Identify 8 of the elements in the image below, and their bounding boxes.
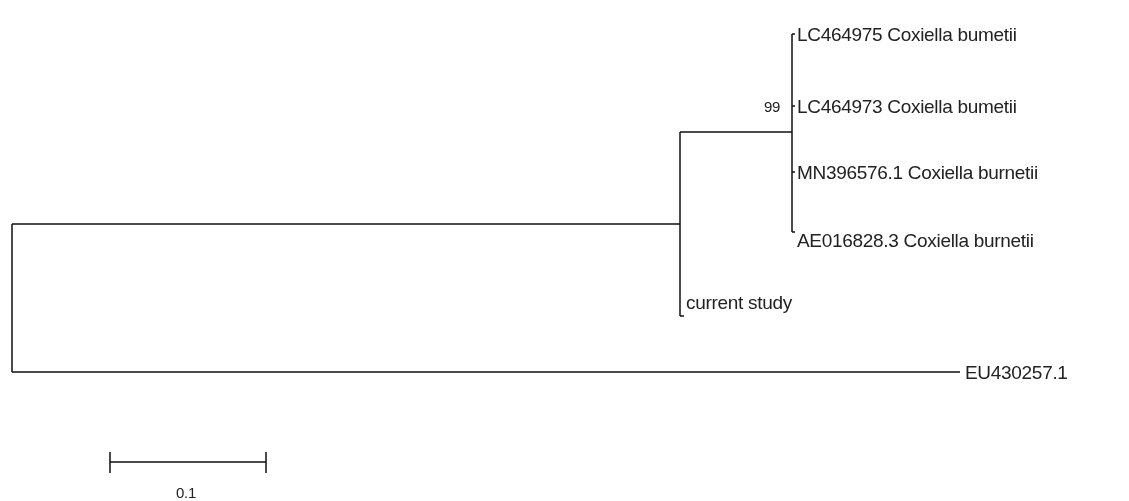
scale-value: 0.1 (176, 484, 196, 500)
taxon-label: LC464973 Coxiella bumetii (797, 96, 1017, 116)
taxon-label: AE016828.3 Coxiella burnetii (797, 230, 1034, 250)
taxon-label: EU430257.1 (965, 362, 1068, 382)
bootstrap-value: 99 (764, 98, 781, 114)
taxon-label: MN396576.1 Coxiella burnetii (797, 162, 1038, 182)
taxon-label: LC464975 Coxiella bumetii (797, 24, 1017, 44)
taxon-label: current study (686, 292, 792, 312)
